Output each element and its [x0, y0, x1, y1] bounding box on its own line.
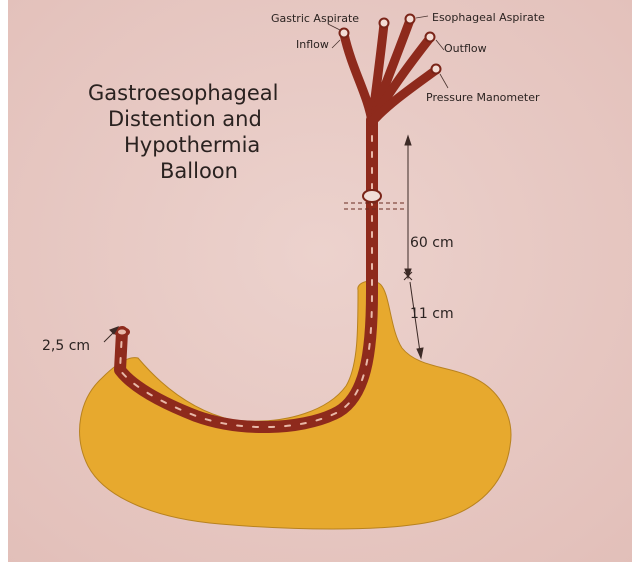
tip-width-label: 2,5 cm	[42, 338, 90, 354]
title-line-4: Balloon	[160, 159, 238, 183]
inflow-label: Inflow	[296, 38, 329, 51]
pressure-manometer-label: Pressure Manometer	[426, 91, 540, 104]
title-line-2: Distention and	[108, 107, 262, 131]
title-line-1: Gastroesophageal	[88, 81, 279, 105]
esophageal-length-label: 11 cm	[410, 306, 454, 322]
gastric-aspirate-label: Gastric Aspirate	[271, 12, 359, 25]
outflow-label: Outflow	[444, 42, 487, 55]
title-line-3: Hypothermia	[124, 133, 260, 157]
tube-length-label: 60 cm	[410, 235, 454, 251]
esophageal-aspirate-label: Esophageal Aspirate	[432, 11, 545, 24]
